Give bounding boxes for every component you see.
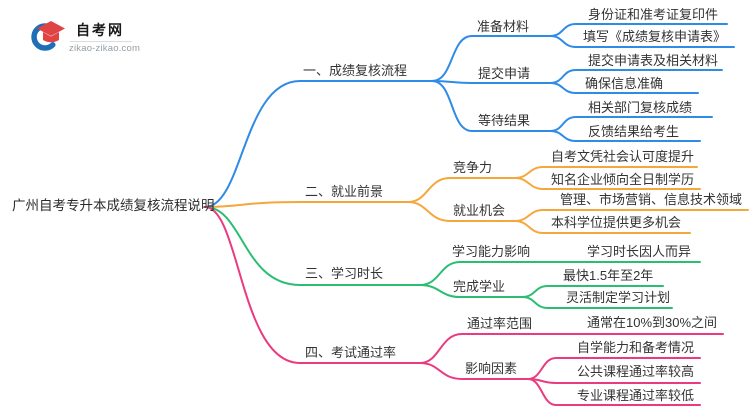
subtopic-submit-application: 提交申请: [478, 66, 531, 81]
connector-line: [514, 177, 701, 190]
leaf-node: 知名企业倾向全日制学历: [551, 172, 695, 187]
leaf-node: 本科学位提供更多机会: [551, 215, 682, 230]
subtopic-pass-rate-range: 通过率范围: [467, 316, 533, 331]
branch-lines-score-review: [204, 23, 735, 208]
connector-line: [204, 201, 409, 208]
leaf-node: 公共课程通过率较高: [577, 364, 695, 379]
subtopic-complete-studies: 完成学业: [453, 279, 506, 294]
leaf-node: 最快1.5年至2年: [563, 268, 654, 283]
connector-line: [521, 296, 673, 309]
leaf-node: 自学能力和备考情况: [577, 340, 695, 355]
connector-line: [431, 80, 551, 132]
connector-line: [514, 220, 691, 234]
connector-line: [431, 35, 551, 82]
connector-line: [407, 177, 516, 203]
branch-lines-study-duration: [204, 206, 701, 309]
connector-line: [549, 130, 701, 142]
logo-divider: [70, 41, 132, 42]
leaf-node: 确保信息准确: [585, 76, 664, 91]
logo-domain: zikao-zikao.com: [69, 43, 141, 54]
leaf-node: 提交申请表及相关材料: [588, 53, 719, 68]
subtopic-prepare-materials: 准备材料: [477, 19, 530, 34]
graduation-cap-icon: [31, 21, 65, 51]
leaf-node: 管理、市场营销、信息技术领域: [560, 192, 743, 207]
connector-line: [204, 206, 421, 364]
site-logo: 自考网 zikao-zikao.com: [28, 16, 143, 56]
topic-exam-pass-rate: 四、考试通过率: [305, 345, 397, 360]
subtopic-wait-results: 等待结果: [478, 113, 531, 128]
connector-line: [549, 82, 699, 94]
connector-line: [419, 284, 523, 298]
subtopic-job-opportunities: 就业机会: [453, 203, 506, 218]
connector-line: [527, 378, 701, 406]
subtopic-competitiveness: 竞争力: [453, 160, 493, 175]
leaf-node: 灵活制定学习计划: [566, 290, 671, 305]
leaf-node: 反馈结果给考生: [588, 124, 680, 139]
connector-line: [549, 35, 735, 48]
connector-line: [204, 80, 433, 208]
logo-title: 自考网: [76, 22, 124, 38]
connector-line: [419, 333, 724, 364]
root-topic: 广州自考专升本成绩复核流程说明: [12, 198, 215, 213]
subtopic-influencing-factors: 影响因素: [465, 361, 518, 376]
leaf-node: 专业课程通过率较低: [577, 388, 695, 403]
leaf-node: 学习时长因人而异: [587, 244, 692, 259]
leaf-node: 身份证和准考证复印件: [588, 7, 719, 22]
leaf-node: 自考文凭社会认可度提升: [551, 149, 695, 164]
connector-line: [419, 261, 701, 286]
topic-employment-prospects: 二、就业前景: [305, 184, 384, 199]
leaf-node: 填写《成绩复核申请表》: [583, 29, 727, 44]
subtopic-learning-ability: 学习能力影响: [452, 244, 531, 259]
topic-study-duration: 三、学习时长: [305, 266, 384, 281]
connector-line: [407, 201, 516, 222]
connector-line: [431, 80, 551, 84]
leaf-node: 通常在10%到30%之间: [587, 315, 718, 330]
branch-lines-employment: [204, 166, 749, 234]
leaf-node: 相关部门复核成绩: [588, 100, 693, 115]
branch-lines-pass-rate: [204, 206, 724, 406]
connector-line: [204, 206, 421, 286]
topic-score-review-process: 一、成绩复核流程: [303, 63, 408, 78]
connector-line: [419, 362, 529, 380]
